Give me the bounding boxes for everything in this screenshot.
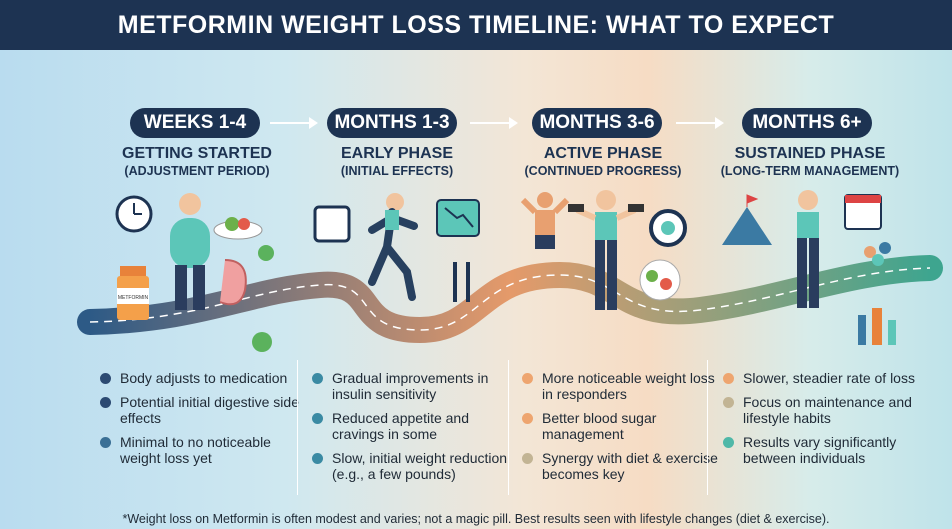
check-icon	[252, 245, 274, 352]
phase-subtitle-3: (CONTINUED PROGRESS)	[524, 164, 682, 178]
page-title: METFORMIN WEIGHT LOSS TIMELINE: WHAT TO …	[117, 10, 835, 39]
bullet-item: Body adjusts to medication	[100, 370, 300, 386]
fork-knife-icon	[453, 262, 470, 302]
bottle-label: METFORMIN	[118, 295, 149, 301]
target-icon	[649, 209, 687, 247]
phase-3-bullets: More noticeable weight loss in responder…	[522, 370, 722, 490]
phase-pill-2: MONTHS 1-3	[327, 108, 457, 138]
phase-subtitle-1: (ADJUSTMENT PERIOD)	[124, 164, 270, 178]
bullet-item: Results vary significantly between indiv…	[723, 434, 923, 466]
phase-pill-1: WEEKS 1-4	[130, 108, 260, 138]
bullet-item: Synergy with diet & exercise becomes key	[522, 450, 722, 482]
salad-bowl-icon	[639, 259, 681, 301]
person-icon	[797, 190, 819, 308]
bullet-item: Focus on maintenance and lifestyle habit…	[723, 394, 923, 426]
bullet-item: Minimal to no noticeable weight loss yet	[100, 434, 300, 466]
phase-4-bullets: Slower, steadier rate of loss Focus on m…	[723, 370, 923, 474]
mountain-flag-icon	[722, 194, 772, 245]
bullet-item: Gradual improvements in insulin sensitiv…	[312, 370, 512, 402]
bullet-item: Slow, initial weight reduction (e.g., a …	[312, 450, 512, 482]
runner-icon	[368, 193, 418, 301]
phase-title-2: EARLY PHASE	[340, 145, 454, 162]
clock-icon	[115, 195, 153, 233]
arrow-icon	[270, 117, 318, 129]
scale-icon	[313, 205, 351, 243]
bullet-item: More noticeable weight loss in responder…	[522, 370, 722, 402]
trend-down-icon	[436, 199, 480, 237]
pill-bottle-icon: METFORMIN	[117, 266, 149, 320]
divider	[707, 360, 708, 495]
person-icon	[170, 193, 210, 310]
arrow-icon	[676, 117, 724, 129]
phase-title-1: GETTING STARTED	[122, 145, 272, 162]
bullet-item: Better blood sugar management	[522, 410, 722, 442]
phase-subtitle-2: (INITIAL EFFECTS)	[340, 164, 454, 178]
stomach-icon	[219, 259, 247, 306]
divider	[297, 360, 298, 495]
strong-person-icon	[520, 192, 570, 249]
bullet-item: Reduced appetite and cravings in some	[312, 410, 512, 442]
bullet-item: Potential initial digestive side effects	[100, 394, 300, 426]
group-icon	[864, 242, 891, 266]
calendar-icon	[844, 194, 882, 230]
phase-1-bullets: Body adjusts to medication Potential ini…	[100, 370, 300, 474]
phase-title-3: ACTIVE PHASE	[543, 145, 663, 162]
phase-pill-3: MONTHS 3-6	[532, 108, 662, 138]
phase-pill-4: MONTHS 6+	[742, 108, 872, 138]
footnote: *Weight loss on Metformin is often modes…	[122, 512, 830, 526]
phase-2-bullets: Gradual improvements in insulin sensitiv…	[312, 370, 512, 490]
salad-icon	[213, 217, 263, 240]
phase-subtitle-4: (LONG-TERM MANAGEMENT)	[720, 164, 900, 178]
timeline-road: METFORMIN	[77, 190, 943, 352]
dumbbell-person-icon	[568, 190, 644, 310]
arrow-icon	[470, 117, 518, 129]
header: METFORMIN WEIGHT LOSS TIMELINE: WHAT TO …	[0, 0, 952, 50]
family-icon	[858, 308, 896, 345]
phase-title-4: SUSTAINED PHASE	[734, 145, 886, 162]
divider	[508, 360, 509, 495]
bullet-item: Slower, steadier rate of loss	[723, 370, 923, 386]
